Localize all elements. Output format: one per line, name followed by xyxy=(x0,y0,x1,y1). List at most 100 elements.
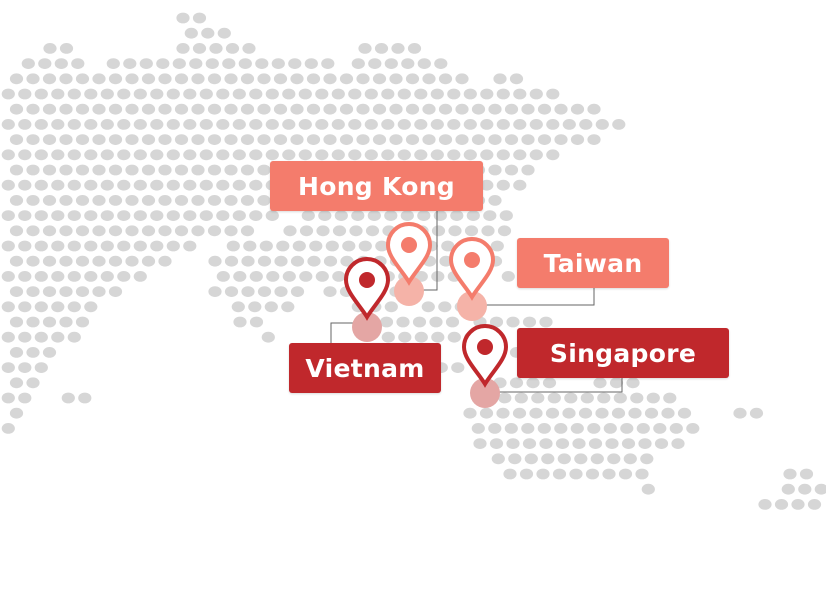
connector-singapore xyxy=(485,378,623,393)
map-dot xyxy=(481,225,495,237)
map-dot xyxy=(117,271,131,282)
map-dot xyxy=(407,43,422,54)
map-dot xyxy=(807,499,822,510)
label-hong-kong: Hong Kong xyxy=(270,161,483,211)
map-dot xyxy=(496,179,510,191)
map-dot xyxy=(257,195,271,206)
map-dot xyxy=(191,134,205,146)
map-dot xyxy=(240,225,255,237)
map-dot xyxy=(42,103,57,115)
map-dot xyxy=(579,119,593,130)
map-dot xyxy=(232,119,246,130)
map-dot xyxy=(158,134,172,146)
map-dot xyxy=(117,179,131,191)
map-dot xyxy=(290,73,304,85)
pin-shadow-hong-kong xyxy=(394,276,424,306)
pin-shadow-vietnam xyxy=(352,312,382,342)
map-dot xyxy=(356,134,370,146)
map-dot xyxy=(430,119,444,130)
map-dot xyxy=(9,407,24,419)
map-dot xyxy=(26,225,40,237)
pin-hong-kong-icon xyxy=(385,222,433,286)
map-dot xyxy=(389,103,403,115)
map-dot xyxy=(396,316,410,328)
map-dot xyxy=(225,43,240,54)
map-dot xyxy=(224,195,238,206)
map-dot xyxy=(480,88,494,100)
map-dot xyxy=(125,195,139,206)
map-dot xyxy=(18,149,32,161)
map-dot xyxy=(216,119,230,130)
map-dot xyxy=(580,392,594,404)
map-dot xyxy=(588,438,603,449)
map-dot xyxy=(570,103,585,115)
map-dot xyxy=(288,58,302,69)
map-dot xyxy=(501,271,515,282)
map-dot xyxy=(503,468,517,480)
map-dot xyxy=(654,438,669,449)
map-dot xyxy=(504,103,519,115)
map-dot xyxy=(51,331,65,343)
map-dot xyxy=(158,195,172,206)
map-dot xyxy=(323,134,337,146)
map-dot xyxy=(51,119,65,130)
map-dot xyxy=(243,240,257,252)
map-dot xyxy=(463,407,477,419)
map-dot xyxy=(207,103,222,115)
map-dot xyxy=(602,468,616,480)
map-dot xyxy=(814,483,826,495)
map-dot xyxy=(358,43,372,54)
map-dot xyxy=(100,149,114,161)
map-dot xyxy=(306,134,321,146)
map-dot xyxy=(578,407,593,419)
map-dot xyxy=(9,316,24,328)
map-dot xyxy=(537,134,552,146)
map-dot xyxy=(257,286,272,297)
map-dot xyxy=(526,377,540,389)
map-dot xyxy=(332,271,346,282)
map-dot xyxy=(265,210,279,222)
map-dot xyxy=(232,88,246,100)
map-dot xyxy=(257,134,271,146)
map-dot xyxy=(1,179,15,191)
map-dot xyxy=(199,149,213,161)
map-dot xyxy=(529,88,543,100)
map-dot xyxy=(108,73,123,85)
map-dot xyxy=(216,149,230,161)
map-dot xyxy=(261,331,275,343)
map-dot xyxy=(509,377,524,389)
map-dot xyxy=(108,255,123,267)
map-dot xyxy=(613,392,627,404)
map-dot xyxy=(67,331,81,343)
map-dot xyxy=(18,210,32,222)
map-dot xyxy=(644,407,659,419)
map-dot xyxy=(323,255,338,267)
map-dot xyxy=(364,88,378,100)
map-dot xyxy=(508,453,522,465)
map-dot xyxy=(379,316,394,328)
map-dot xyxy=(59,73,73,85)
map-dot xyxy=(257,103,271,115)
map-dot xyxy=(1,149,15,161)
map-dot xyxy=(447,119,461,130)
map-dot xyxy=(455,134,469,146)
map-dot xyxy=(1,362,15,373)
map-dot xyxy=(351,58,365,69)
map-dot xyxy=(207,225,222,237)
map-dot xyxy=(546,119,560,130)
map-dot xyxy=(224,255,239,267)
label-taiwan: Taiwan xyxy=(517,238,669,288)
map-dot xyxy=(522,438,537,449)
map-dot xyxy=(241,255,255,267)
map-dot xyxy=(232,149,246,161)
map-dot xyxy=(405,73,420,85)
map-dot xyxy=(422,103,436,115)
map-dot xyxy=(562,119,576,130)
map-dot xyxy=(292,240,306,252)
map-dot xyxy=(323,286,337,297)
map-dot xyxy=(466,210,480,222)
map-dot xyxy=(257,164,271,176)
map-dot xyxy=(529,119,543,130)
map-dot xyxy=(51,179,65,191)
map-dot xyxy=(541,453,555,465)
